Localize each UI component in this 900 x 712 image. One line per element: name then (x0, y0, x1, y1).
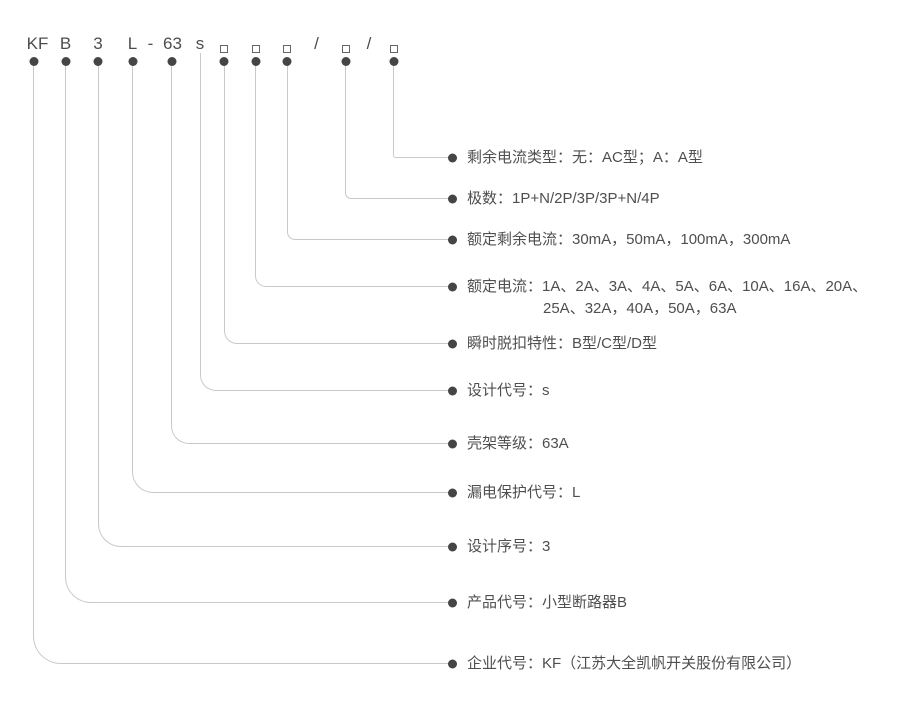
connector-line (65, 62, 449, 603)
segment-label: 设计序号：3 (467, 538, 551, 555)
column-dot (341, 57, 351, 66)
segment-label: 剩余电流类型：无：AC型；A：A型 (467, 149, 703, 166)
label-bullet (448, 542, 457, 551)
label-bullet (448, 339, 457, 348)
placeholder-box (341, 45, 350, 53)
column-dot (93, 57, 103, 66)
connector-line (97, 62, 449, 547)
connector-line (345, 62, 449, 199)
connector-line (393, 62, 449, 158)
label-bullet (448, 194, 457, 203)
label-bullet (448, 488, 457, 497)
code-symbol: / (366, 34, 372, 53)
label-bullet (448, 598, 457, 607)
code-symbol: - (147, 34, 154, 53)
segment-label: 瞬时脱扣特性：B型/C型/D型 (467, 335, 658, 352)
label-bullet (448, 659, 457, 668)
connector-line (33, 62, 449, 664)
segment-label: 极数：1P+N/2P/3P/3P+N/4P (467, 190, 660, 207)
code-symbol: KF (26, 34, 49, 53)
segment-label: 设计代号：s (467, 382, 550, 399)
column-dot (282, 57, 292, 66)
label-bullet (448, 386, 457, 395)
segment-label: 漏电保护代号：L (467, 484, 581, 501)
code-symbol: 3 (93, 34, 103, 53)
column-dot (61, 57, 70, 66)
connector-line (255, 62, 449, 287)
connector-line (286, 62, 449, 240)
connector-line (132, 62, 449, 493)
code-symbol: L (127, 34, 138, 53)
column-dot (29, 57, 38, 66)
connector-line (199, 53, 449, 391)
column-dot (219, 57, 229, 66)
segment-label-line2: 25A、32A，40A，50A，63A (543, 300, 737, 317)
connector-line (171, 62, 449, 444)
label-bullet (448, 153, 457, 162)
label-bullet (448, 439, 457, 448)
placeholder-box (220, 45, 228, 53)
column-dot (389, 57, 398, 66)
column-dot (128, 57, 137, 66)
code-symbol: B (59, 34, 72, 53)
placeholder-box (251, 45, 260, 53)
code-symbol: / (314, 34, 319, 53)
segment-label: 壳架等级：63A (467, 435, 569, 452)
segment-label: 企业代号：KF（江苏大全凯帆开关股份有限公司） (467, 655, 802, 672)
code-symbol: s (195, 34, 205, 53)
label-bullet (448, 235, 457, 244)
placeholder-box (283, 45, 291, 53)
segment-label: 额定剩余电流：30mA，50mA，100mA，300mA (467, 231, 791, 248)
segment-label: 额定电流：1A、2A、3A、4A、5A、6A、10A、16A、20A、 (467, 278, 868, 295)
placeholder-box (389, 45, 398, 53)
label-bullet (448, 282, 457, 291)
column-dot (251, 57, 260, 66)
connector-line (223, 62, 449, 344)
code-symbol: 63 (163, 34, 182, 53)
column-dot (167, 57, 176, 66)
segment-label: 产品代号：小型断路器B (467, 594, 628, 611)
